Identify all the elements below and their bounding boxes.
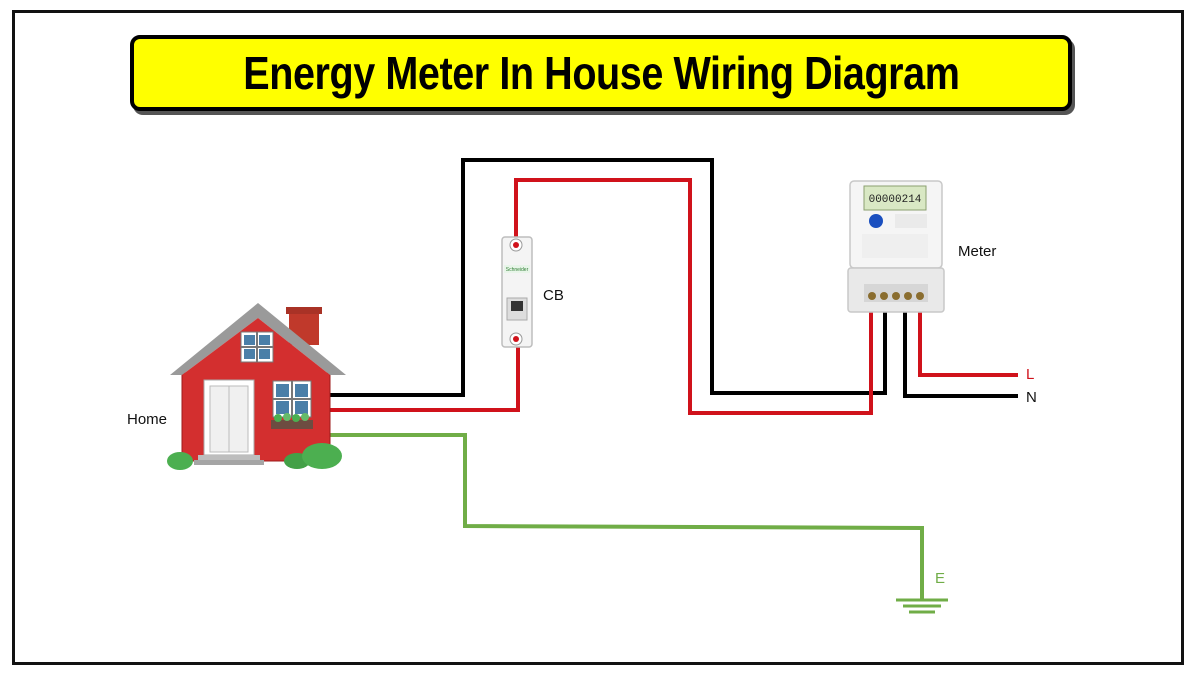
supply-neutral-wire [903,310,1018,398]
circuit-breaker-icon: Schneider [501,236,533,348]
home-label: Home [127,411,168,428]
diagram-frame [12,10,1184,665]
cb-label: CB [543,287,564,304]
earth-symbol-icon [896,598,948,614]
meter-label: Meter [958,243,997,260]
house-icon [167,303,346,470]
svg-text:Schneider: Schneider [506,267,529,273]
earth-label: E [935,570,946,587]
title-banner: Energy Meter In House Wiring Diagram [130,35,1072,111]
earth-wire [330,433,924,600]
neutral-label: N [1026,389,1037,406]
live-wire-house-to-cb [330,345,520,412]
live-label: L [1026,366,1035,383]
svg-text:00000214: 00000214 [869,194,922,206]
energy-meter-icon: 00000214 [847,180,945,313]
supply-live-wire [918,310,1018,377]
neutral-wire-house-to-meter [330,158,887,397]
diagram-title: Energy Meter In House Wiring Diagram [242,47,960,99]
live-wire-cb-to-meter [514,178,873,415]
